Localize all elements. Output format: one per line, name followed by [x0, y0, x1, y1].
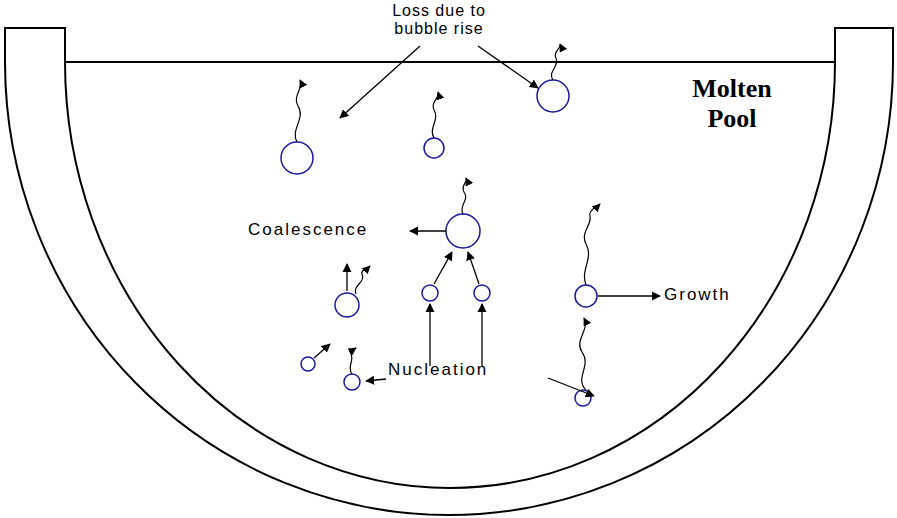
process-arrows — [314, 252, 479, 358]
rise-trails — [295, 44, 600, 390]
leader-lines — [340, 46, 660, 396]
melt-surface — [65, 61, 835, 63]
region-label: Molten Pool — [672, 74, 792, 134]
process-label: Loss due to bubble rise — [380, 2, 498, 39]
bubbles — [281, 80, 597, 406]
process-label: Growth — [664, 285, 754, 305]
process-label: Coalescence — [248, 220, 408, 240]
process-label: Nucleation — [388, 360, 548, 380]
crucible-wall — [5, 28, 893, 515]
